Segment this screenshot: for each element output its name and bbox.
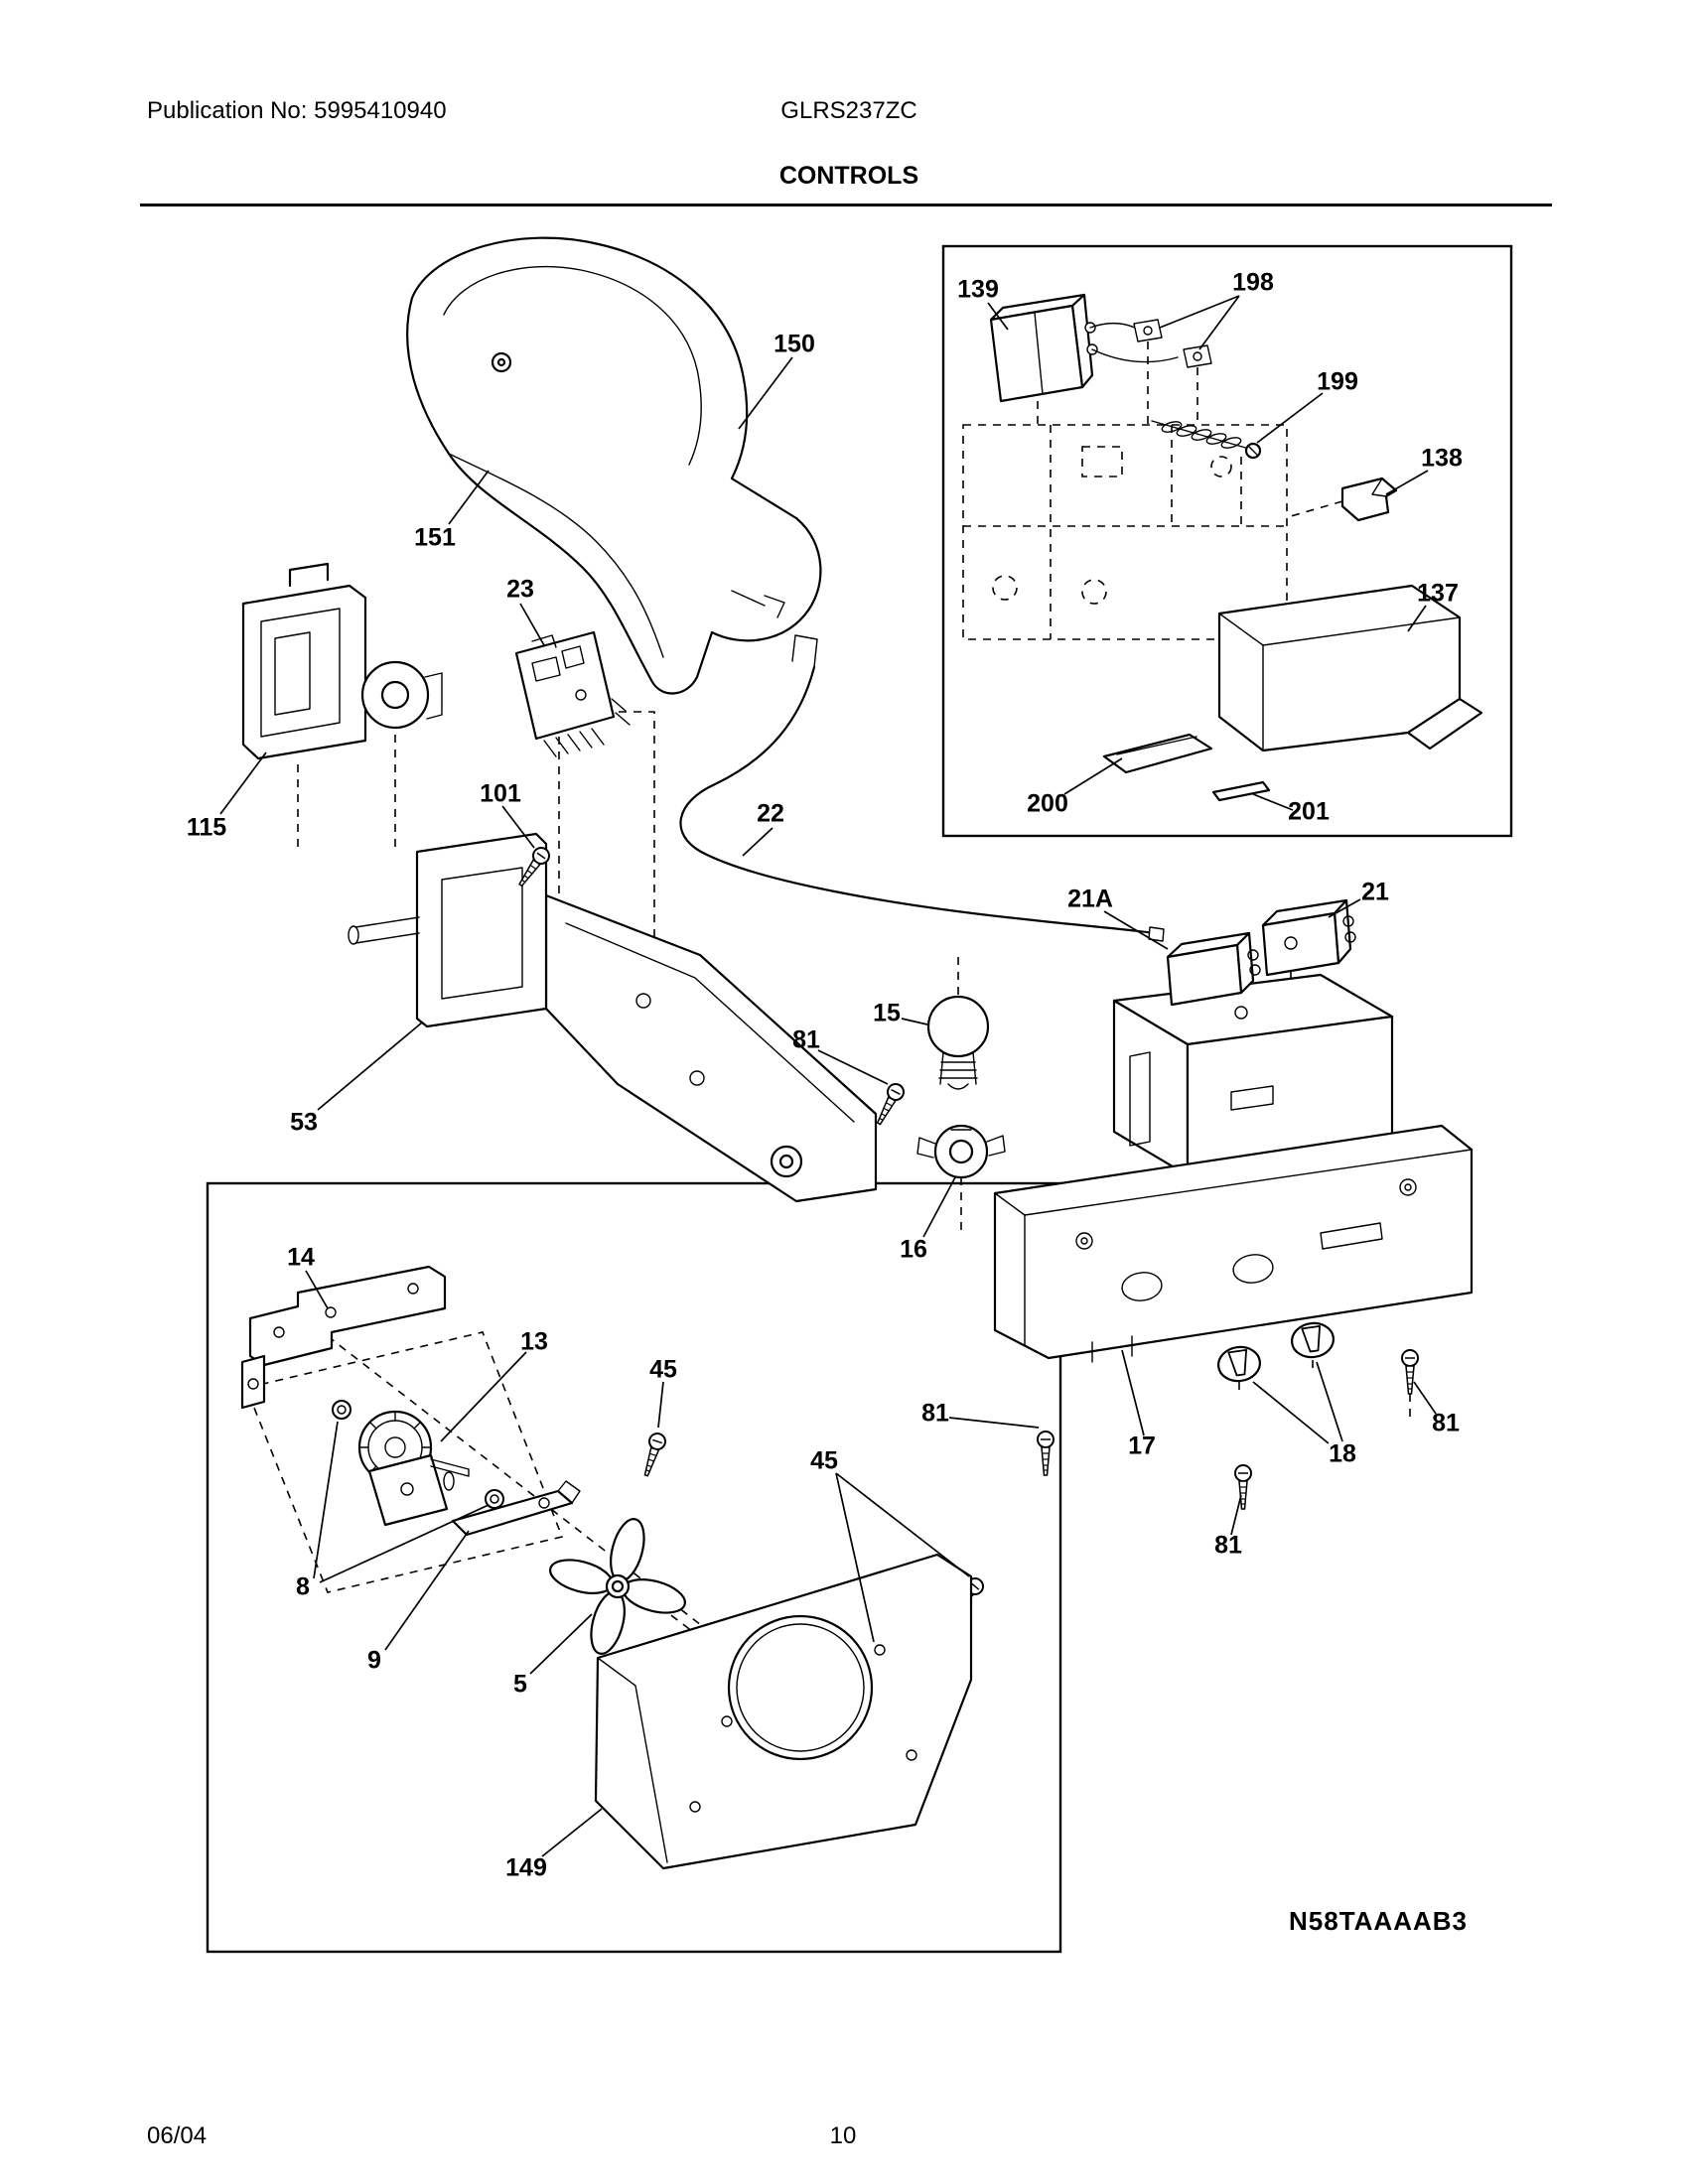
bracket-drawing [348,832,878,1203]
leader-lines [219,295,1437,1857]
grommet-icon [331,1399,352,1421]
icemaker-inset-drawing [989,293,1483,802]
icemaker-module-drawing [241,562,443,760]
fan-assembly-inset-box [206,1181,1062,1954]
fan-assembly-drawing [240,1265,973,1870]
diagram-boxes [206,244,1513,1954]
footer-date: 06/04 [147,2122,208,2149]
model-number: GLRS237ZC [780,97,917,124]
screw-81-icon [1234,1464,1252,1510]
control-board-drawing [514,630,631,757]
title-rule [140,204,1552,206]
switch-21-drawing [1261,898,1356,977]
bulb-socket-drawing [916,1124,1006,1179]
diagram-code-label: N58TAAAAB3 [1289,1906,1468,1936]
wire-harness-drawing [679,634,1165,942]
knob-icon [1288,1319,1337,1361]
screw-45-icon [637,1430,669,1479]
control-housing-drawing [993,973,1474,1363]
air-duct-drawing [406,236,822,695]
knob-icon [1214,1343,1264,1385]
screw-81-icon [1401,1349,1419,1395]
light-bulb-drawing [926,995,990,1090]
publication-number: Publication No: 5995410940 [147,97,447,124]
footer-page-number: 10 [829,2122,857,2149]
screw-81-icon [1037,1431,1055,1476]
icemaker-inset-box [941,244,1513,838]
screw-81-icon [871,1080,908,1129]
page-title: CONTROLS [778,162,919,190]
switch-21a-drawing [1166,931,1261,1007]
